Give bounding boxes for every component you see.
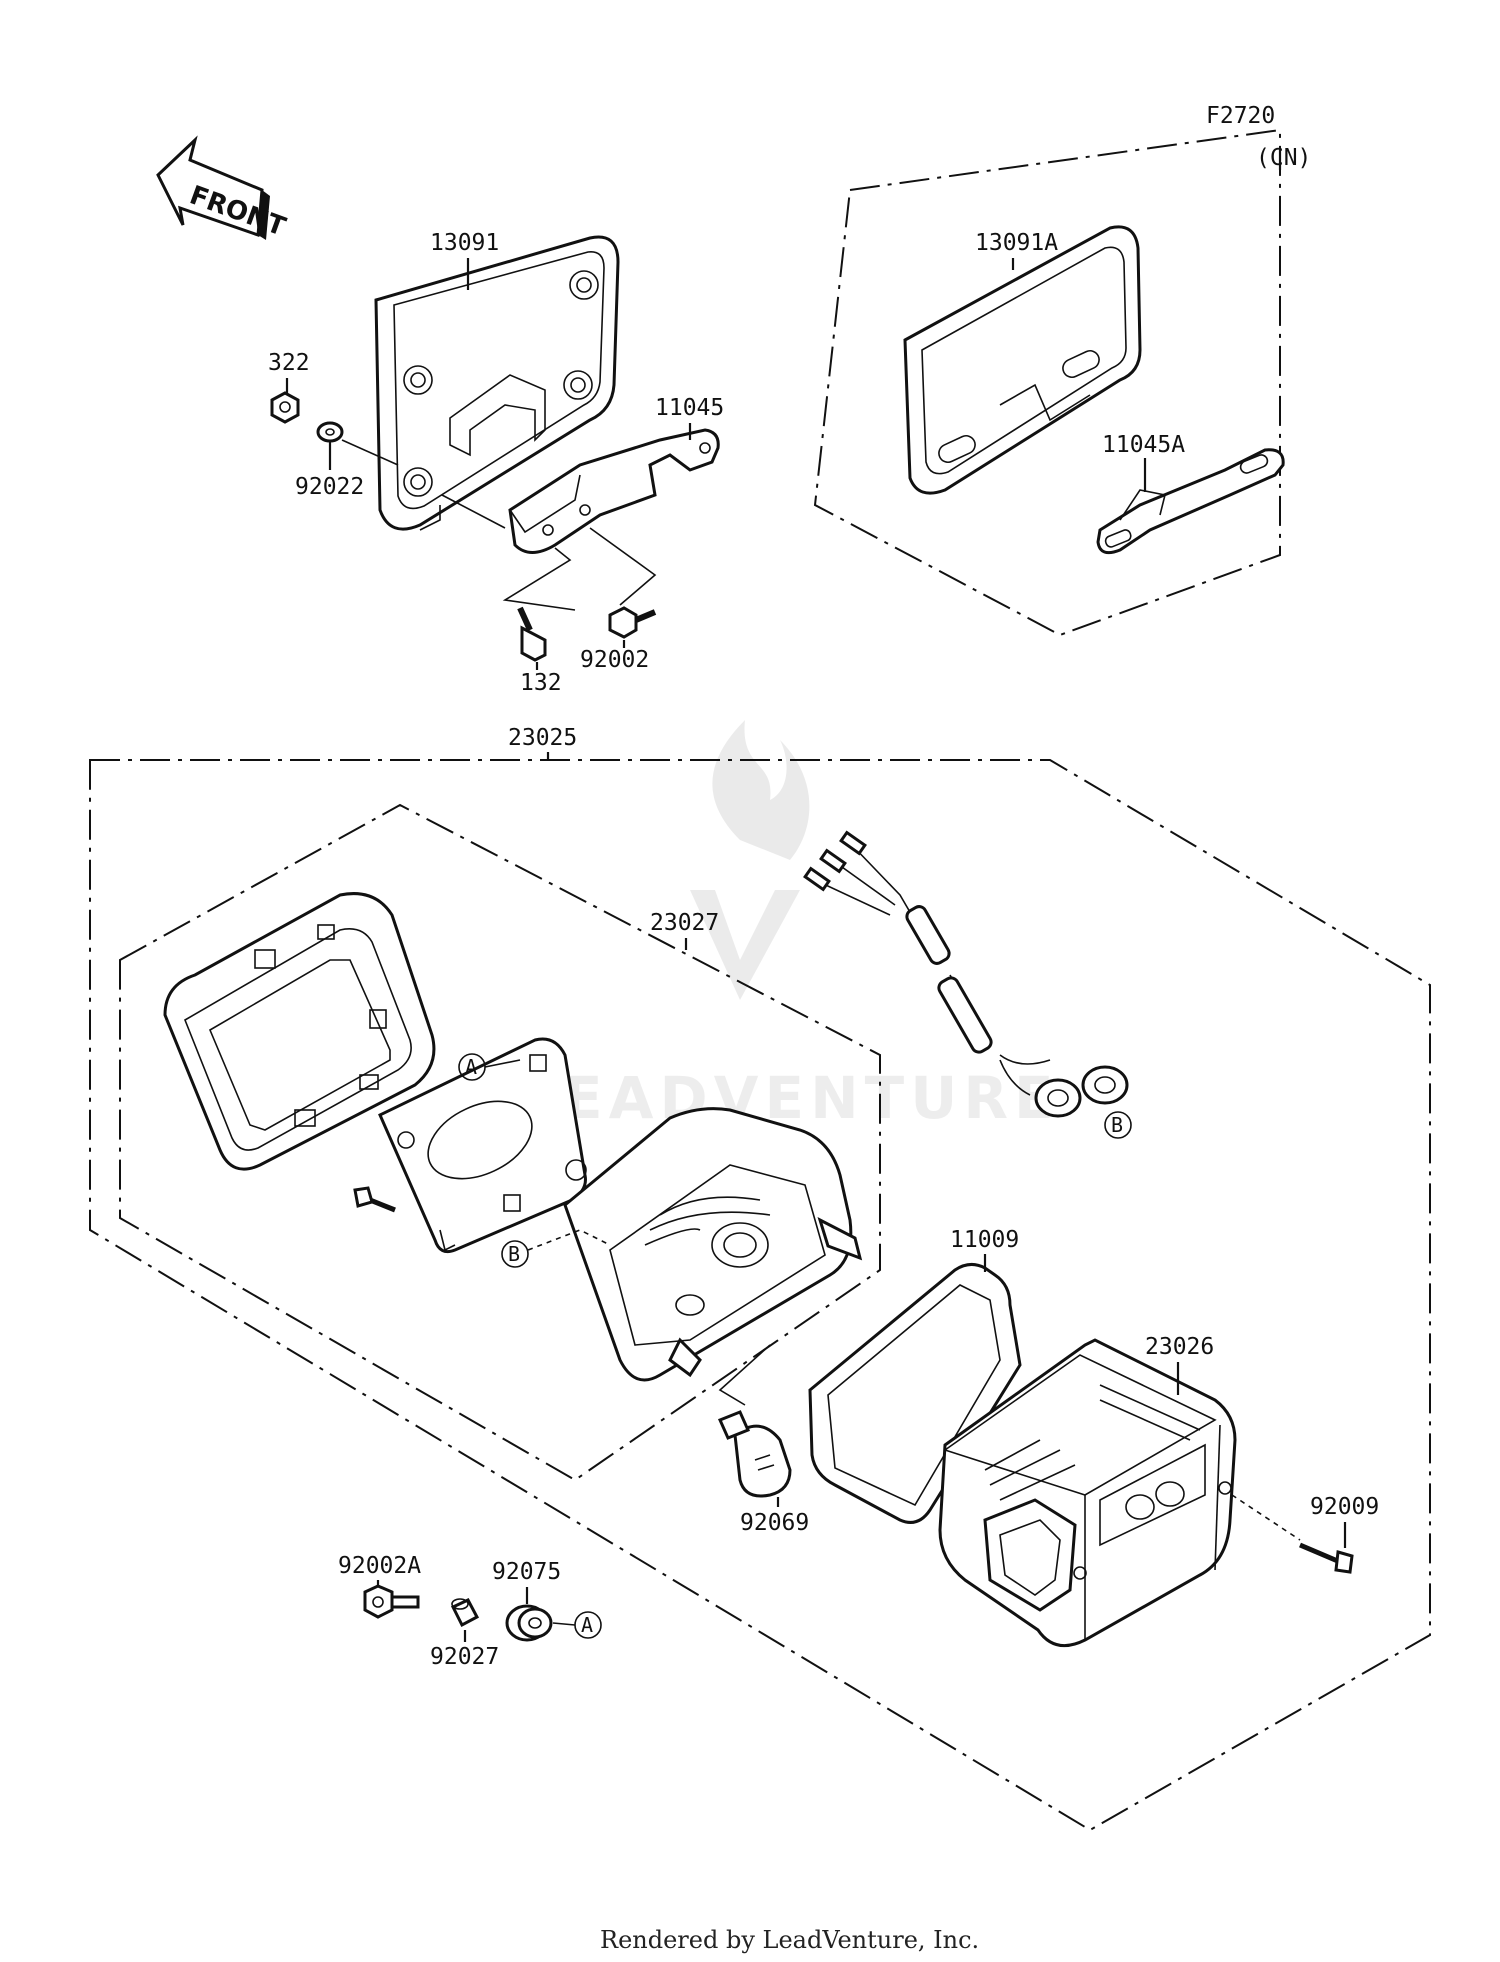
connector-a-grommet-label: A [581,1613,593,1637]
grommet-92075: A [505,1604,602,1642]
part-92022-label: 92022 [295,474,364,500]
front-arrow-icon: FRONT [156,135,290,243]
part-23026-label: 23026 [1145,1334,1214,1360]
bulb-socket-left [1034,1078,1082,1118]
bolt-92002 [608,606,657,639]
screw-92009 [1231,1494,1354,1574]
connector-b-harness-label: B [1111,1113,1123,1137]
small-screw [353,1186,396,1213]
bulb-socket-right [1081,1065,1129,1105]
footer-credit: Rendered by LeadVenture, Inc. [600,1926,979,1954]
watermark-text: LEADVENTURE [520,1064,1060,1132]
part-92002a-label: 92002A [338,1553,421,1579]
bracket-11045a [1096,448,1285,555]
connector-b-label: B [508,1242,520,1266]
part-92075-label: 92075 [492,1559,561,1585]
collar-92027 [450,1598,480,1628]
bolt-132 [517,606,547,662]
part-11009-label: 11009 [950,1227,1019,1253]
lens-rim [163,892,436,1171]
terminal-plugs [803,830,867,892]
part-92027-label: 92027 [430,1644,499,1670]
bolt-92002a [363,1584,420,1619]
connector-a-marker: A [458,1053,521,1081]
reflector-window [1099,1443,1206,1547]
part-92002-label: 92002 [580,647,649,673]
bulb-92069 [717,1344,792,1498]
part-322-label: 322 [268,350,310,376]
license-plate-bracket-13091a [903,225,1142,495]
assembly-23027-outline [119,803,881,1482]
part-23025-label: 23025 [508,725,577,751]
license-plate-bracket-13091 [374,235,620,531]
part-13091-label: 13091 [430,230,499,256]
watermark-logo-icon [690,720,810,1000]
part-13091a-label: 13091A [975,230,1058,256]
variant-group-outline [813,128,1281,637]
variant-tag: (CN) [1256,145,1311,171]
part-92069-label: 92069 [740,1510,809,1536]
part-11045a-label: 11045A [1102,432,1185,458]
part-23027-label: 23027 [650,910,719,936]
part-132-label: 132 [520,670,562,696]
washer-92022 [316,421,344,443]
connector-a-label: A [465,1055,477,1079]
assembly-23025-outline [89,759,1431,1832]
gasket-11009 [808,1263,1022,1524]
bracket-11045 [508,428,720,554]
connector-b-marker: B [501,1229,611,1268]
nut-322 [270,391,300,424]
part-11045-label: 11045 [655,395,724,421]
lamp-housing [563,1107,863,1382]
part-92009-label: 92009 [1310,1494,1379,1520]
wiring-harness: B [803,830,1132,1139]
tail-lamp-lens-23026 [938,1338,1237,1648]
figure-code: F2720 [1206,103,1275,129]
